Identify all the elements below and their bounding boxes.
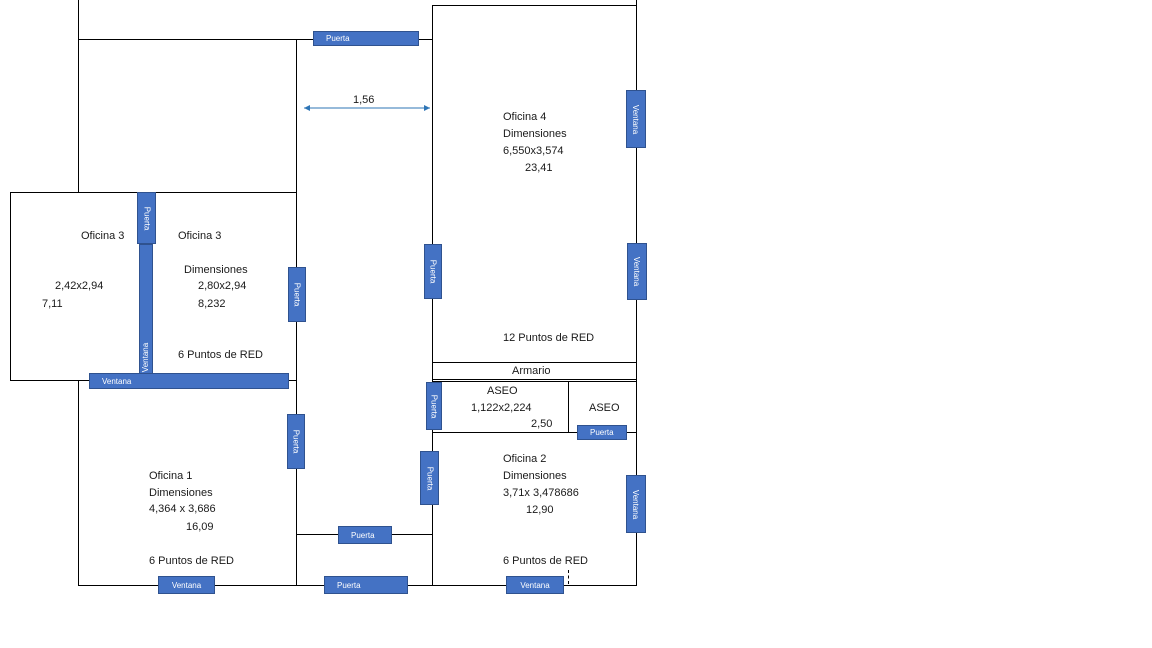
office4-dims: 6,550x3,574	[503, 145, 564, 157]
office1-name: Oficina 1	[149, 470, 193, 482]
wall-aseo-divider	[568, 381, 569, 432]
corridor-width-label: 1,56	[353, 94, 375, 106]
door-office2-left: Puerta	[420, 451, 439, 505]
wall-office4-top	[432, 5, 636, 6]
wall-aseo-bottom	[432, 432, 636, 433]
wall-aseo-mid	[432, 381, 636, 382]
office3-points: 6 Puntos de RED	[178, 349, 263, 361]
window-office3-bottom: Ventana	[89, 373, 289, 389]
office1-dim-label: Dimensiones	[149, 487, 213, 499]
aseo1-dims: 1,122x2,224	[471, 402, 532, 414]
office3-left-name: Oficina 3	[81, 230, 125, 242]
office4-dim-label: Dimensiones	[503, 128, 567, 140]
door-office3-right: Puerta	[288, 267, 306, 322]
armario-label: Armario	[512, 365, 551, 377]
window-office1-bottom: Ventana	[158, 576, 215, 594]
door-office4-left: Puerta	[424, 244, 442, 299]
wall-top-horizontal	[78, 39, 432, 40]
window-office3-divider: Ventana	[139, 244, 153, 377]
wall-office1-left	[78, 380, 79, 585]
office2-area: 12,90	[526, 504, 554, 516]
door-aseo2: Puerta	[577, 425, 627, 440]
aseo1-area: 2,50	[531, 418, 553, 430]
office2-dims: 3,71x 3,478686	[503, 487, 579, 499]
office3-dims: 2,80x2,94	[198, 280, 247, 292]
office3-dim-label: Dimensiones	[184, 264, 248, 276]
door-top: Puerta	[313, 31, 419, 46]
window-office4-top: Ventana	[626, 90, 646, 148]
aseo2-name: ASEO	[589, 402, 620, 414]
wall-armario-top	[432, 362, 636, 363]
office2-marker	[568, 570, 570, 584]
office4-points: 12 Puntos de RED	[503, 332, 595, 344]
corridor-width-arrow	[304, 105, 430, 111]
office3-area: 8,232	[198, 298, 226, 310]
office3-left-dims: 2,42x2,94	[55, 280, 104, 292]
office1-area: 16,09	[186, 521, 214, 533]
door-aseo-left: Puerta	[426, 382, 442, 430]
wall-top-left-vertical	[78, 0, 79, 192]
office4-name: Oficina 4	[503, 111, 547, 123]
window-office2-right: Ventana	[626, 475, 646, 533]
office2-points: 6 Puntos de RED	[503, 555, 588, 567]
door-bottom: Puerta	[324, 576, 408, 594]
door-corridor-bottom: Puerta	[338, 526, 392, 544]
window-office2-bottom: Ventana	[506, 576, 564, 594]
door-office1-right: Puerta	[287, 414, 305, 469]
door-office3-top: Puerta	[137, 192, 156, 244]
office2-dim-label: Dimensiones	[503, 470, 567, 482]
window-office4-bottom: Ventana	[627, 243, 647, 300]
office1-dims: 4,364 x 3,686	[149, 503, 216, 515]
office1-points: 6 Puntos de RED	[149, 555, 234, 567]
office4-area: 23,41	[525, 162, 553, 174]
aseo1-name: ASEO	[487, 385, 518, 397]
office3-name: Oficina 3	[178, 230, 222, 242]
office3-left-area: 7,11	[42, 298, 63, 310]
office2-name: Oficina 2	[503, 453, 547, 465]
wall-armario-bottom	[432, 379, 636, 380]
